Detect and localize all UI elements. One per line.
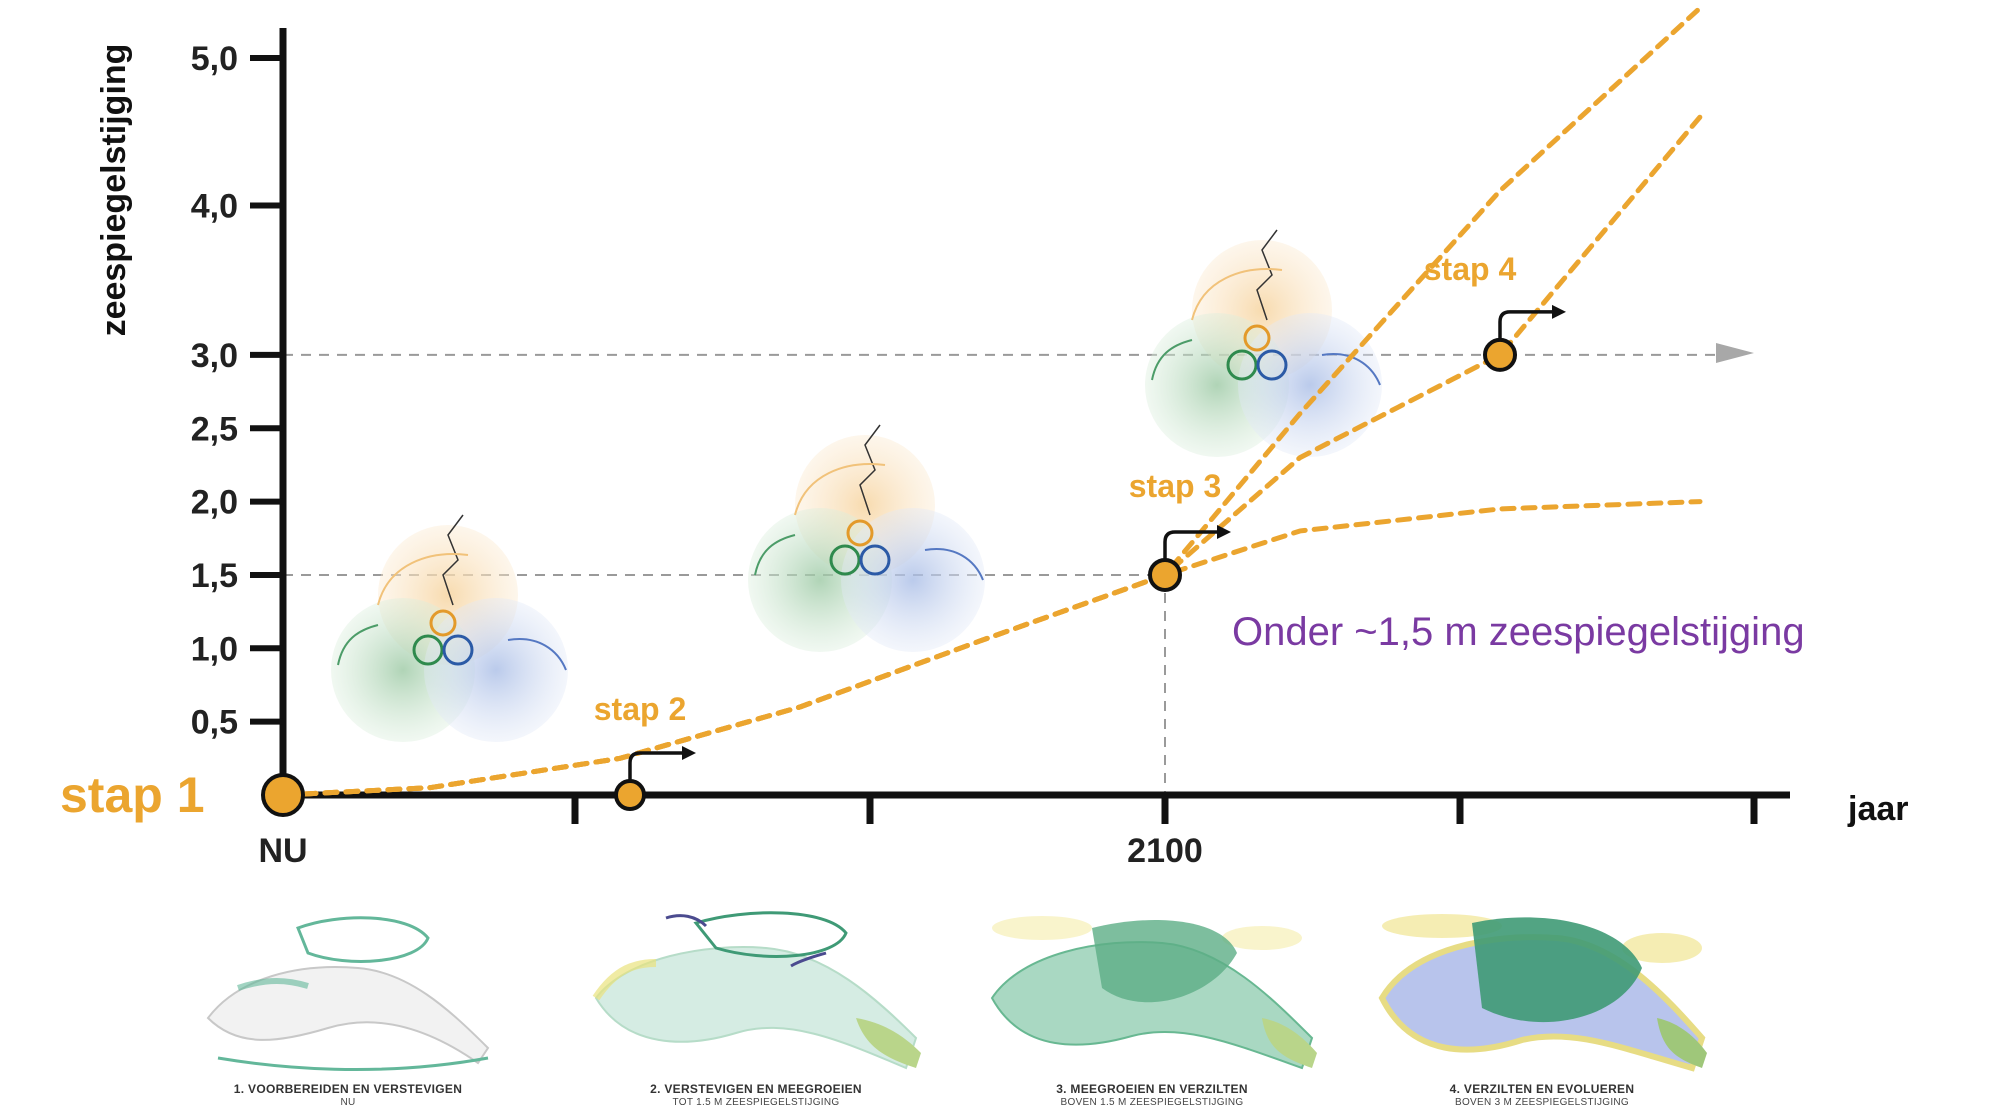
map-panel-3: 3. MEEGROEIEN EN VERZILTEN BOVEN 1.5 M Z… (982, 908, 1322, 1108)
x-tick-label-1: NU (258, 832, 307, 870)
cluster-arc-blue (1321, 353, 1381, 386)
panel-subtitle-4: BOVEN 3 M ZEESPIEGELSTIJGING (1455, 1097, 1629, 1108)
venn-cluster-1 (331, 514, 568, 742)
ref-arrowhead (1716, 343, 1754, 363)
cluster-ring-blue (442, 634, 474, 666)
panel-title-1: 1. VOORBEREIDEN EN VERSTEVIGEN (233, 1082, 463, 1096)
cluster-ring-blue (859, 544, 891, 576)
y-tick-label-2: 1,0 (191, 630, 238, 668)
axes: 0,5 1,0 1,5 2,0 2,5 3,0 4,0 5,0NU 2100 (191, 28, 1790, 870)
step-marker-4 (1483, 337, 1517, 372)
step-arrowhead-3 (1217, 524, 1231, 539)
cluster-blue (424, 598, 568, 742)
series-line-3 (280, 499, 1703, 798)
map-illustration-3 (990, 916, 1317, 1070)
step-label-3: stap 3 (1129, 468, 1221, 504)
x-axis-label: jaar (1847, 790, 1909, 828)
cluster-arc-green (337, 624, 379, 666)
venn-cluster-2 (748, 424, 985, 652)
cluster-ring-green (1226, 349, 1258, 381)
y-tick-label-6: 3,0 (191, 337, 238, 375)
cluster-blue (1238, 313, 1382, 457)
y-axis-label: zeespiegelstijging (95, 44, 133, 337)
step-markers: stap 1 stap 2 stap 3 stap 4 (60, 251, 1566, 823)
panel-title-3: 3. MEEGROEIEN EN VERZILTEN (1056, 1082, 1248, 1096)
cluster-ring-orange (429, 609, 457, 637)
cluster-ring-orange (1243, 324, 1271, 352)
step-arrowhead-2 (682, 746, 696, 760)
step-label-1: stap 1 (60, 767, 205, 823)
cluster-stem (1256, 229, 1278, 321)
step-marker-1 (261, 773, 305, 817)
step-arrowhead-4 (1552, 304, 1566, 319)
y-tick-label-1: 0,5 (191, 704, 238, 742)
cluster-arc-blue (924, 548, 984, 581)
panel-title-4: 4. VERZILTEN EN EVOLUEREN (1449, 1082, 1635, 1096)
step-label-2: stap 2 (594, 691, 686, 727)
step-marker-3 (1148, 557, 1182, 592)
map-panel-4: 4. VERZILTEN EN EVOLUEREN BOVEN 3 M ZEES… (1372, 908, 1712, 1108)
map-panel-2: 2. VERSTEVIGEN EN MEEGROEIEN TOT 1.5 M Z… (586, 908, 926, 1108)
y-tick-label-5: 2,5 (191, 410, 238, 448)
cluster-stem (442, 514, 464, 606)
map-illustration-2 (592, 911, 921, 1070)
cluster-arc-green (1151, 339, 1193, 381)
x-tick-label-2: 2100 (1127, 832, 1203, 870)
panel-subtitle-3: BOVEN 1.5 M ZEESPIEGELSTIJGING (1060, 1097, 1244, 1108)
series-lines (280, 5, 1703, 798)
y-tick-label-3: 1,5 (191, 557, 238, 595)
y-tick-label-4: 2,0 (191, 484, 238, 522)
venn-clusters (331, 229, 1382, 742)
cluster-ring-green (412, 634, 444, 666)
annotation-text: Onder ~1,5 m zeespiegelstijging (1232, 610, 1805, 654)
cluster-arc-orange (794, 463, 886, 516)
cluster-arc-green (754, 534, 796, 576)
map-panel-1: 1. VOORBEREIDEN EN VERSTEVIGEN NU (178, 908, 518, 1108)
venn-cluster-3 (1145, 229, 1382, 457)
step-arrow-2 (628, 751, 685, 781)
step-label-4: stap 4 (1424, 251, 1517, 287)
map-illustration-4 (1378, 914, 1707, 1072)
step-arrow-4 (1498, 310, 1555, 340)
y-tick-label-7: 4,0 (191, 188, 238, 226)
cluster-arc-orange (377, 553, 469, 606)
step-arrow-3 (1163, 530, 1220, 560)
cluster-ring-green (829, 544, 861, 576)
y-tick-label-8: 5,0 (191, 40, 238, 78)
cluster-ring-blue (1256, 349, 1288, 381)
panel-subtitle-2: TOT 1.5 M ZEESPIEGELSTIJGING (672, 1097, 840, 1108)
cluster-stem (859, 424, 881, 516)
cluster-arc-orange (1191, 268, 1283, 321)
panel-subtitle-1: NU (340, 1097, 356, 1108)
map-illustration-1 (206, 916, 490, 1072)
panel-title-2: 2. VERSTEVIGEN EN MEEGROEIEN (650, 1082, 862, 1096)
cluster-arc-blue (507, 638, 567, 671)
cluster-ring-orange (846, 519, 874, 547)
cluster-blue (841, 508, 985, 652)
step-marker-2 (614, 779, 646, 811)
